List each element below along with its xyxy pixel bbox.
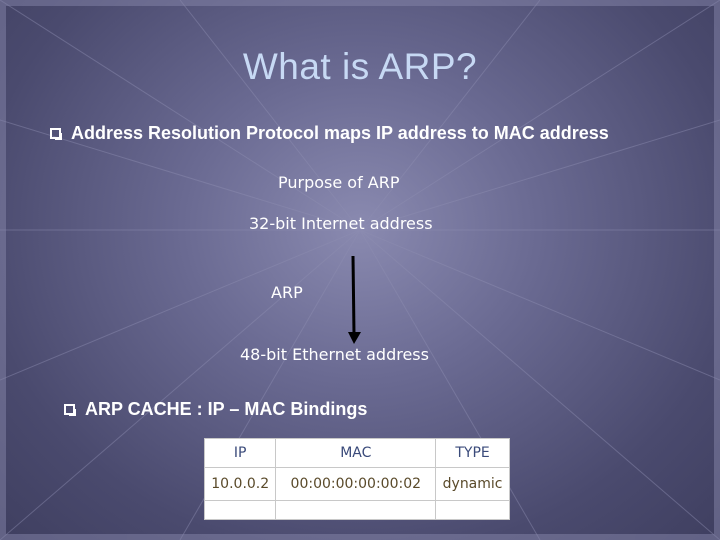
- column-header: TYPE: [435, 439, 509, 468]
- arp-cache-table: IP MAC TYPE 10.0.0.2 00:00:00:00:00:02 d…: [204, 438, 510, 520]
- column-header: MAC: [275, 439, 436, 468]
- arp-label: ARP: [271, 283, 303, 302]
- mac-cell: 00:00:00:00:00:02: [275, 467, 436, 501]
- column-header: IP: [205, 439, 276, 468]
- table-row-empty: [205, 500, 509, 519]
- table-header-row: IP MAC TYPE: [205, 439, 509, 468]
- ip-address-label: 32-bit Internet address: [249, 214, 433, 233]
- down-arrow-icon: [348, 256, 361, 344]
- slide-title: What is ARP?: [242, 46, 478, 87]
- bullet-item: Address Resolution Protocol maps IP addr…: [50, 123, 609, 144]
- table-row: 10.0.0.2 00:00:00:00:00:02 dynamic: [205, 467, 509, 501]
- checkbox-bullet-icon: [50, 128, 62, 140]
- ethernet-address-label: 48-bit Ethernet address: [240, 345, 429, 364]
- checkbox-bullet-icon: [64, 404, 76, 416]
- bullet-text: ARP CACHE : IP – MAC Bindings: [85, 399, 368, 419]
- bullet-item: ARP CACHE : IP – MAC Bindings: [64, 399, 367, 420]
- ip-cell: 10.0.0.2: [205, 467, 276, 501]
- bullet-text: Address Resolution Protocol maps IP addr…: [71, 123, 609, 143]
- type-cell: dynamic: [435, 467, 509, 501]
- purpose-label: Purpose of ARP: [278, 173, 400, 192]
